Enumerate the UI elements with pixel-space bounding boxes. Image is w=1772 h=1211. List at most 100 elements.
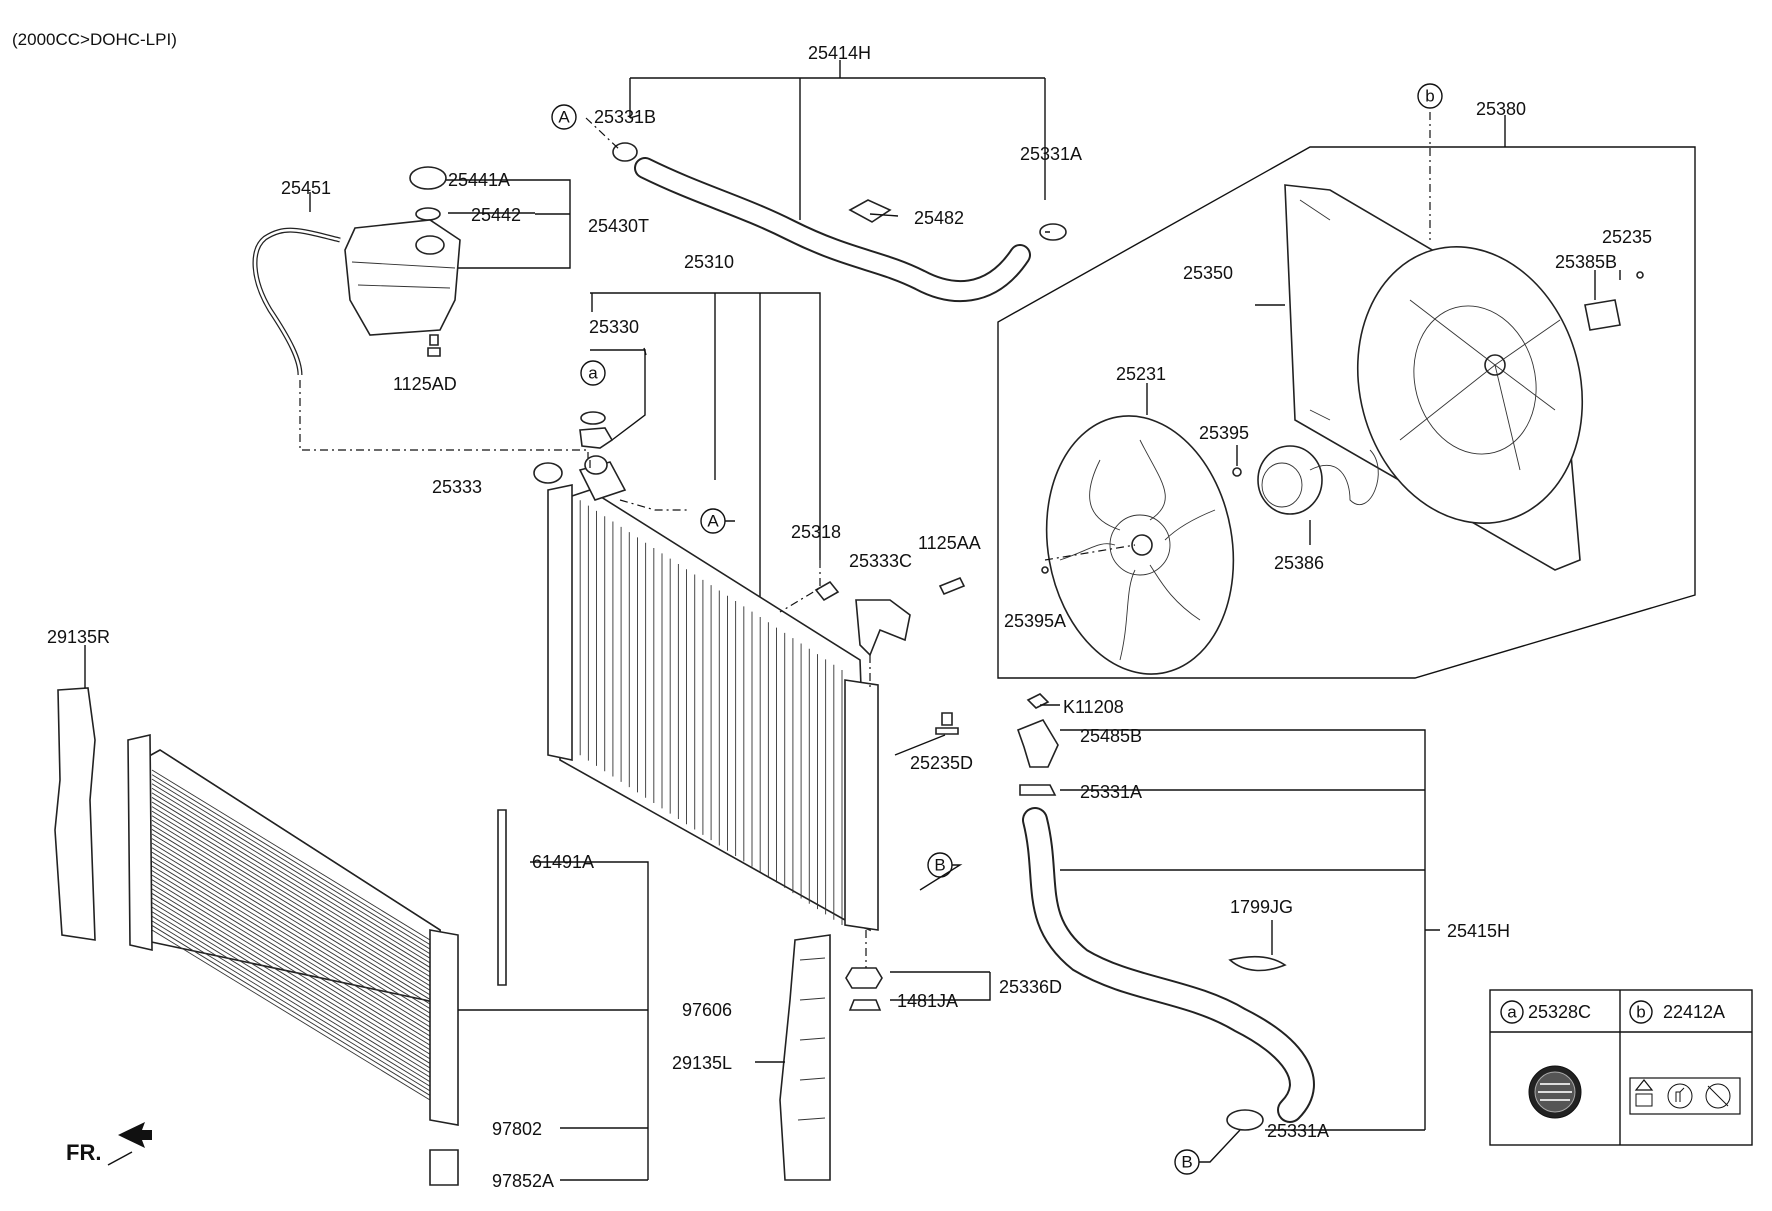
label-25380: 25380 <box>1476 99 1526 119</box>
label-25336D: 25336D <box>999 977 1062 997</box>
label-97802: 97802 <box>492 1119 542 1139</box>
callout-B-hose-letter: B <box>1181 1153 1192 1172</box>
label-25331A-top: 25331A <box>1020 144 1082 164</box>
screw-25235[interactable] <box>1636 271 1644 279</box>
lower-hose-group <box>1016 693 1440 1131</box>
label-25442: 25442 <box>471 205 521 225</box>
label-25331A-bot: 25331A <box>1267 1121 1329 1141</box>
label-61491A: 61491A <box>532 852 594 872</box>
nut-25395[interactable] <box>1232 467 1242 477</box>
mount-bracket[interactable] <box>855 599 911 657</box>
label-25310: 25310 <box>684 252 734 272</box>
seal-strip-61491A[interactable] <box>497 809 507 986</box>
callout-A-radiator-letter: A <box>707 512 719 531</box>
label-25331A-mid: 25331A <box>1080 782 1142 802</box>
cap-seal-25442[interactable] <box>415 207 441 221</box>
condenser-group <box>54 645 831 1186</box>
callout-a-filler <box>580 360 606 386</box>
radiator-cap-25333C[interactable] <box>584 455 608 475</box>
hose-clamp-25331B[interactable] <box>612 142 638 162</box>
label-97606: 97606 <box>682 1000 732 1020</box>
reservoir-cap-25441A[interactable] <box>409 166 447 190</box>
label-25414H: 25414H <box>808 43 871 63</box>
bolt-1125AD[interactable] <box>427 334 441 357</box>
label-25350: 25350 <box>1183 263 1233 283</box>
engine-spec-label: (2000CC>DOHC-LPI) <box>12 30 177 49</box>
legend-b-part: 22412A <box>1663 1002 1725 1022</box>
air-guard-29135L[interactable] <box>779 934 831 1181</box>
elbow-25485B[interactable] <box>1016 719 1059 768</box>
hose-clamp-25331A-top[interactable] <box>1039 223 1067 241</box>
clip-K11208[interactable] <box>1026 693 1050 709</box>
legend-a-part: 25328C <box>1528 1002 1591 1022</box>
callout-b-shroud <box>1417 83 1443 109</box>
fan-shroud-group <box>997 112 1696 679</box>
bolt-25235D[interactable] <box>935 712 959 735</box>
callouts: A A B B a b <box>551 83 1443 1175</box>
coolant-reservoir[interactable] <box>344 219 461 336</box>
part-labels: 25414H 25331B 25331A 25482 25380 25441A … <box>47 43 1652 1191</box>
drain-plug-25318[interactable] <box>814 580 840 602</box>
label-25331B: 25331B <box>594 107 656 127</box>
air-guard-29135R[interactable] <box>54 687 96 941</box>
upper-hose-group <box>585 60 1067 303</box>
hose-clamp-25331A-bot[interactable] <box>1226 1109 1264 1131</box>
label-97852A: 97852A <box>492 1171 554 1191</box>
label-25451: 25451 <box>281 178 331 198</box>
callout-a-filler-letter: a <box>588 364 598 383</box>
label-25318: 25318 <box>791 522 841 542</box>
label-25333: 25333 <box>432 477 482 497</box>
label-25395: 25395 <box>1199 423 1249 443</box>
callout-A-top <box>551 104 577 130</box>
label-25482: 25482 <box>914 208 964 228</box>
callout-b-shroud-letter: b <box>1425 87 1434 106</box>
callout-A-top-letter: A <box>558 108 570 127</box>
label-25415H: 25415H <box>1447 921 1510 941</box>
legend-b-letter: b <box>1636 1003 1645 1022</box>
label-25386: 25386 <box>1274 553 1324 573</box>
label-25385B: 25385B <box>1555 252 1617 272</box>
legend-b-callout <box>1629 1000 1653 1024</box>
label-1799JG: 1799JG <box>1230 897 1293 917</box>
bushing-1481JA[interactable] <box>848 999 882 1011</box>
overflow-hose-25451[interactable] <box>252 227 341 376</box>
receiver-dryer-97802[interactable] <box>429 929 459 1126</box>
legend-a-letter: a <box>1507 1003 1517 1022</box>
radiator-cap-25333[interactable] <box>533 462 563 484</box>
hose-clip-25482[interactable] <box>848 199 892 223</box>
label-25231: 25231 <box>1116 364 1166 384</box>
hose-clamp-25331A-mid[interactable] <box>1019 784 1057 796</box>
label-25430T: 25430T <box>588 216 649 236</box>
bolt-1125AA[interactable] <box>938 576 966 596</box>
label-25330: 25330 <box>589 317 639 337</box>
legend-box: a 25328C b 22412A <box>1489 989 1753 1146</box>
label-25485B: 25485B <box>1080 726 1142 746</box>
radiator-right-tank[interactable] <box>844 679 879 931</box>
label-29135L: 29135L <box>672 1053 732 1073</box>
dryer-cap-97852A[interactable] <box>429 1149 459 1186</box>
fan-motor-25386[interactable] <box>1257 445 1323 515</box>
resistor-25385B[interactable] <box>1584 299 1621 331</box>
radiator-core[interactable] <box>559 489 871 932</box>
label-25441A: 25441A <box>448 170 510 190</box>
radiator-left-tank[interactable] <box>547 484 573 761</box>
front-arrow-icon <box>118 1122 152 1148</box>
label-29135R: 29135R <box>47 627 110 647</box>
hose-clip-1799JG[interactable] <box>1228 955 1287 972</box>
insulator-25336D[interactable] <box>845 967 883 989</box>
label-25235: 25235 <box>1602 227 1652 247</box>
o-ring-25330[interactable] <box>580 411 606 425</box>
front-direction-label: FR. <box>66 1140 101 1165</box>
condenser-left-tank[interactable] <box>127 733 153 952</box>
nut-25395A[interactable] <box>1041 566 1049 574</box>
label-25333C: 25333C <box>849 551 912 571</box>
callout-B-radiator-letter: B <box>934 856 945 875</box>
radiator-group <box>533 292 991 1011</box>
legend-a-callout <box>1500 1000 1524 1024</box>
label-1125AA: 1125AA <box>918 533 981 553</box>
label-1481JA: 1481JA <box>897 991 958 1011</box>
label-25235D: 25235D <box>910 753 973 773</box>
label-K11208: K11208 <box>1063 697 1124 717</box>
